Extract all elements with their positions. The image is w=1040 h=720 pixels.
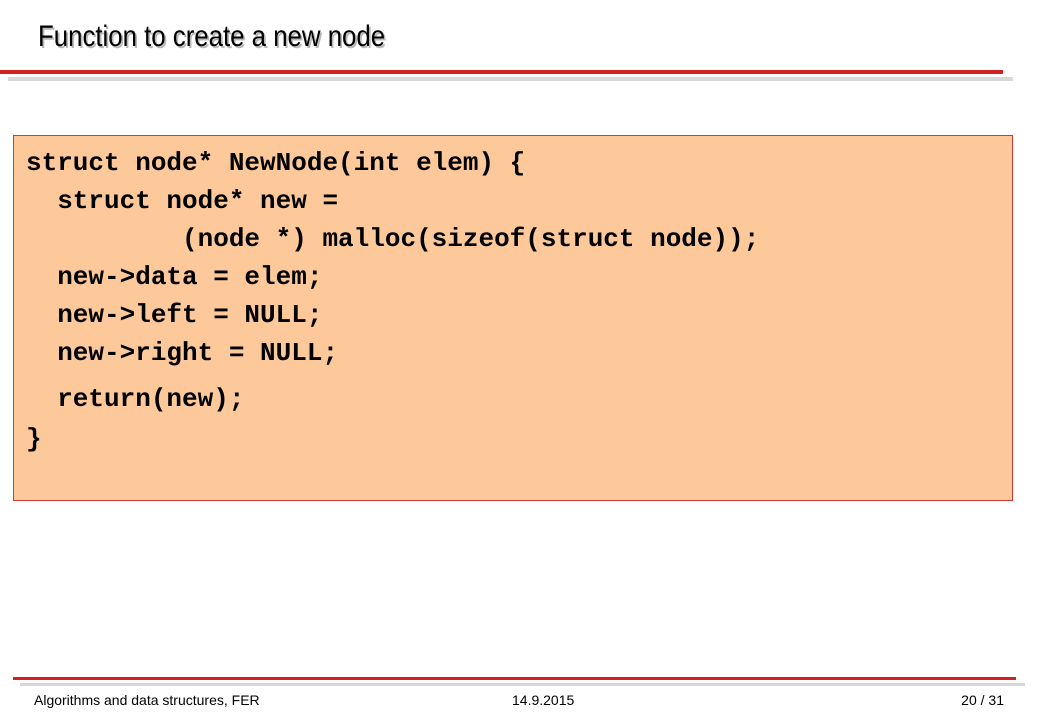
code-line-1: struct node* NewNode(int elem) { [26, 148, 526, 178]
code-line-7: return(new); [26, 384, 245, 414]
code-line-8: } [26, 424, 42, 454]
code-line-4: new->data = elem; [26, 262, 323, 292]
code-block: struct node* NewNode(int elem) { struct … [13, 135, 1013, 501]
code-line-6: new->right = NULL; [26, 338, 339, 368]
title-underline-shadow [8, 77, 1013, 81]
title-underline-red [0, 70, 1003, 74]
footer-rule-red [13, 677, 1016, 680]
footer-rule-shadow [20, 683, 1025, 686]
slide-title: Function to create a new node [38, 20, 386, 53]
footer-page-number: 20 / 31 [961, 692, 1004, 708]
code-line-5: new->left = NULL; [26, 300, 323, 330]
footer-course: Algorithms and data structures, FER [34, 692, 260, 708]
code-line-2: struct node* new = [26, 186, 339, 216]
code-line-3: (node *) malloc(sizeof(struct node)); [26, 224, 760, 254]
footer-date: 14.9.2015 [512, 692, 575, 708]
